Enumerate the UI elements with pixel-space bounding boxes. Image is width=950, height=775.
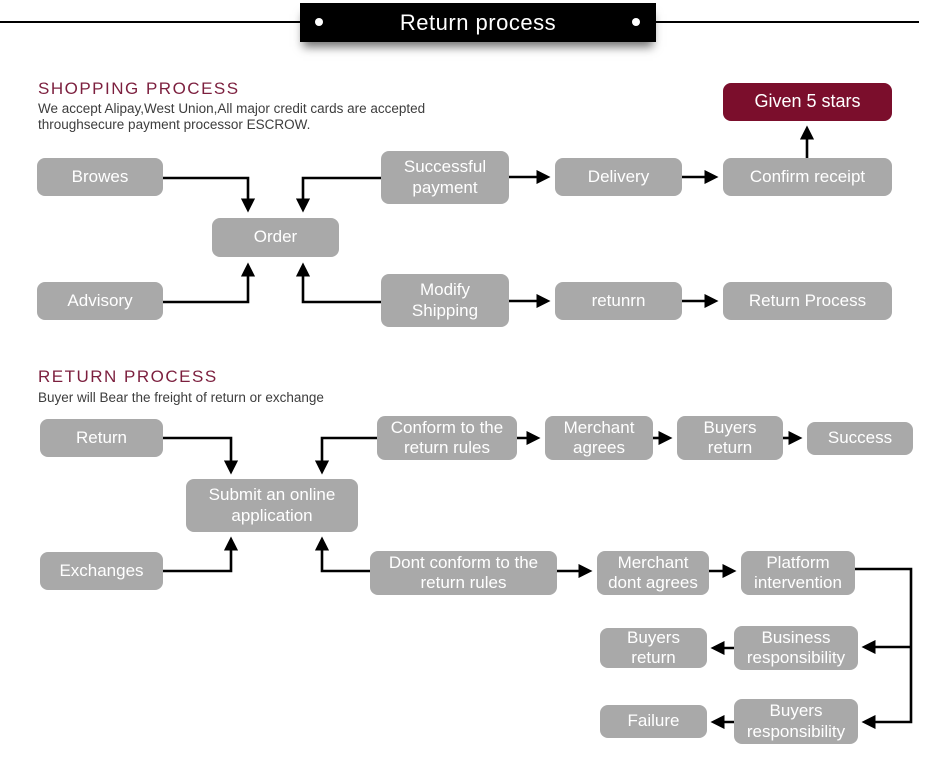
bullet-dot-icon — [632, 18, 640, 26]
shopping-section-heading: SHOPPING PROCESS — [38, 79, 240, 98]
node-browes: Browes — [37, 158, 163, 196]
title-rule-right — [656, 21, 919, 23]
arrow-advisory-to-order — [163, 262, 256, 304]
return-section-heading: RETURN PROCESS — [38, 367, 218, 386]
node-dont-conform-rules: Dont conform to the return rules — [370, 551, 557, 595]
node-exchanges: Exchanges — [40, 552, 163, 590]
arrow-dont-conform-to-submit — [314, 536, 370, 573]
node-success: Success — [807, 422, 913, 455]
node-failure: Failure — [600, 705, 707, 738]
arrow-conform-to-submit — [314, 436, 377, 475]
node-retunrn: retunrn — [555, 282, 682, 320]
node-buyers-return-2: Buyers return — [600, 628, 707, 668]
node-modify-shipping: Modify Shipping — [381, 274, 509, 327]
bullet-dot-icon — [315, 18, 323, 26]
shopping-section-description-line2: throughsecure payment processor ESCROW. — [38, 117, 311, 132]
arrow-successful-payment-to-order — [295, 176, 381, 213]
node-successful-payment: Successful payment — [381, 151, 509, 204]
shopping-section-description-line1: We accept Alipay,West Union,All major cr… — [38, 101, 426, 116]
node-delivery: Delivery — [555, 158, 682, 196]
page-title: Return process — [399, 9, 557, 35]
node-buyers-return-1: Buyers return — [677, 416, 783, 460]
node-order: Order — [212, 218, 339, 257]
node-submit-application: Submit an online application — [186, 479, 358, 532]
node-return-process: Return Process — [723, 282, 892, 320]
node-advisory: Advisory — [37, 282, 163, 320]
title-rule-left — [0, 21, 300, 23]
node-merchant-dont-agrees: Merchant dont agrees — [597, 551, 709, 595]
node-merchant-agrees: Merchant agrees — [545, 416, 653, 460]
node-conform-rules: Conform to the return rules — [377, 416, 517, 460]
node-buyers-responsibility: Buyers responsibility — [734, 699, 858, 744]
arrow-return-to-submit — [163, 436, 239, 475]
node-platform-intervention: Platform intervention — [741, 551, 855, 595]
title-bar: Return process — [300, 3, 656, 42]
node-given-5-stars: Given 5 stars — [723, 83, 892, 121]
arrow-browes-to-order — [163, 176, 256, 213]
node-confirm-receipt: Confirm receipt — [723, 158, 892, 196]
arrow-modify-shipping-to-order — [295, 262, 381, 304]
arrow-platform-to-buyers-responsibility — [855, 567, 913, 730]
node-business-responsibility: Business responsibility — [734, 626, 858, 670]
node-return: Return — [40, 419, 163, 457]
arrow-exchanges-to-submit — [163, 536, 239, 573]
return-section-description-line1: Buyer will Bear the freight of return or… — [38, 390, 324, 405]
